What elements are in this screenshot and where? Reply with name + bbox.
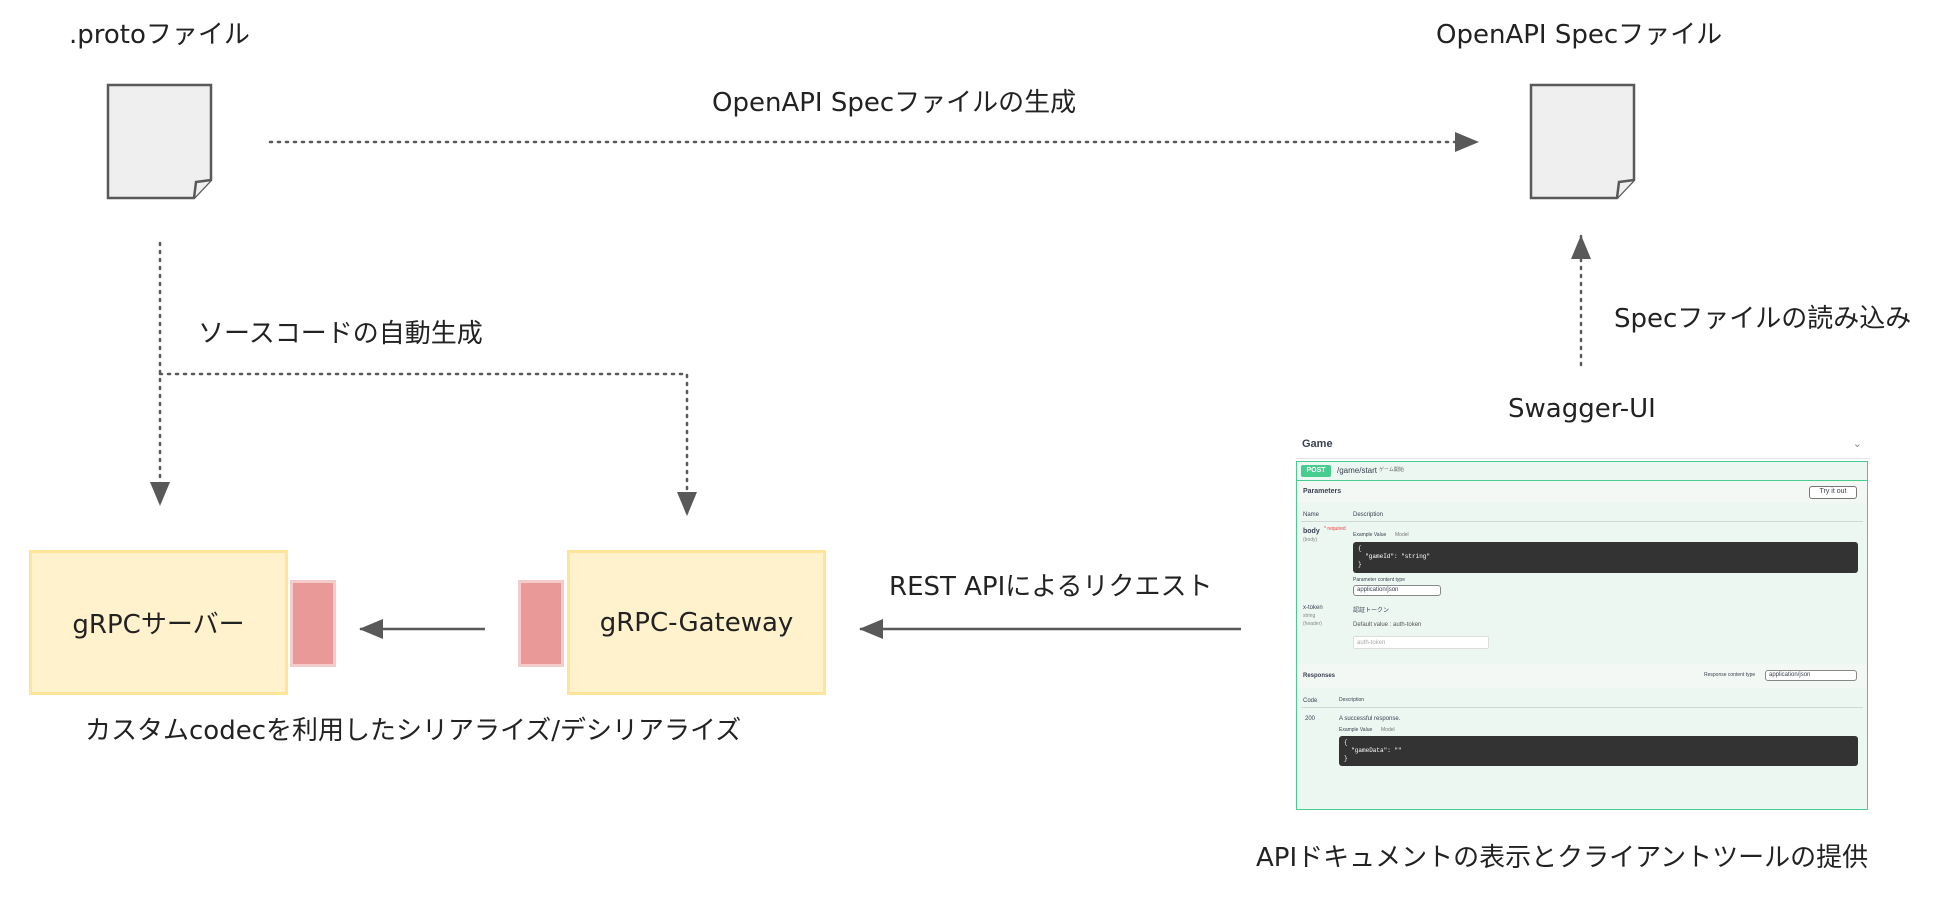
param-body-in: (body) [1303,537,1318,543]
param-xtoken-in: (header) [1303,621,1322,627]
operation-summary[interactable]: POST /game/start ゲーム開始 [1297,462,1867,481]
col-name: Name [1303,512,1320,518]
response-example-label[interactable]: Example Value [1339,727,1373,733]
grpc-server-box: gRPCサーバー [29,550,288,695]
server-codec-box [290,580,336,667]
response-content-type-select[interactable]: application/json [1765,670,1857,681]
body-example-code: { "gameId": "string" } [1353,542,1858,573]
swagger-operation: POST /game/start ゲーム開始 Parameters Try it… [1296,461,1868,810]
swagger-ui-screenshot: Game ⌄ POST /game/start ゲーム開始 Parameters… [1296,430,1870,812]
responses-header: Responses Response content type applicat… [1297,664,1867,688]
rest-request-label: REST APIによるリクエスト [889,572,1213,602]
xtoken-default: Default value : auth-token [1353,622,1422,628]
col-code: Code [1303,698,1318,704]
codegen-arrows [150,241,697,517]
parameters-header: Parameters Try it out [1297,481,1867,503]
param-required: * required [1324,526,1346,532]
chevron-down-icon[interactable]: ⌄ [1852,438,1862,450]
grpc-gateway-box: gRPC-Gateway [567,550,826,695]
openapi-file-icon [1529,83,1636,200]
response-model-label[interactable]: Model [1381,727,1395,733]
param-xtoken-type: string [1303,613,1316,619]
param-xtoken-name: x-token [1303,605,1323,611]
responses-title: Responses [1303,673,1336,679]
response-example-code: { "gameData": "" } [1339,736,1858,766]
proto-file-icon [106,83,213,200]
param-content-type-label: Parameter content type [1353,577,1405,583]
operation-desc: ゲーム開始 [1379,467,1404,473]
divider [1301,521,1863,522]
swagger-ui-label: Swagger-UI [1508,394,1656,424]
api-doc-note: APIドキュメントの表示とクライアントツールの提供 [1256,843,1869,873]
gateway-codec-box [518,580,564,667]
generate-openapi-label: OpenAPI Specファイルの生成 [712,88,1077,118]
divider [1301,707,1863,708]
codegen-label: ソースコードの自動生成 [198,319,483,349]
col-response-description: Description [1339,697,1365,703]
method-badge: POST [1301,465,1331,477]
swagger-section-title: Game [1302,438,1333,450]
col-description: Description [1353,512,1384,518]
try-it-out-button[interactable]: Try it out [1809,486,1857,499]
operation-path: /game/start [1337,466,1378,475]
codec-note: カスタムcodecを利用したシリアライズ/デシリアライズ [85,716,742,746]
param-body-name: body [1303,528,1320,535]
proto-file-label: .protoファイル [69,20,250,50]
parameters-title: Parameters [1303,488,1342,495]
response-content-type-label: Response content type [1704,672,1756,678]
response-code: 200 [1305,716,1316,722]
param-content-type-select[interactable]: application/json [1353,585,1441,596]
response-desc: A successful response. [1339,716,1401,722]
example-value-label[interactable]: Example Value [1353,532,1387,538]
xtoken-desc: 認証トークン [1353,608,1390,614]
xtoken-input[interactable]: auth-token [1353,636,1489,649]
model-label[interactable]: Model [1395,532,1409,538]
swagger-section-header[interactable]: Game ⌄ [1296,430,1870,459]
openapi-file-label: OpenAPI Specファイル [1436,20,1723,50]
spec-load-label: Specファイルの読み込み [1614,304,1912,334]
